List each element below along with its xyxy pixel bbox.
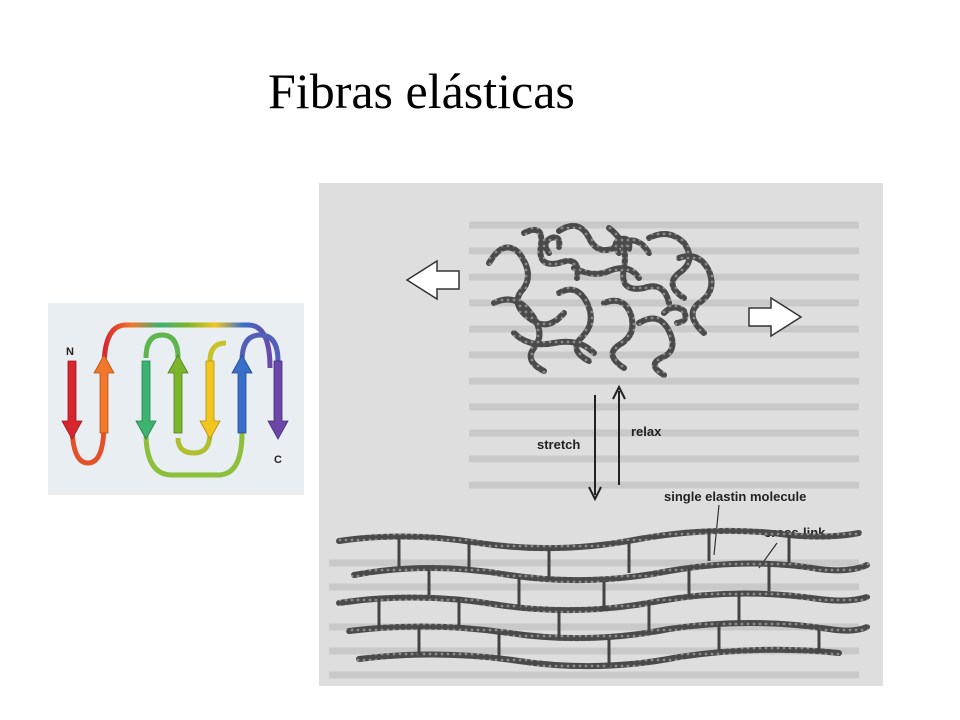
n-terminus-label: N	[66, 346, 74, 358]
topology-loop-1	[69, 422, 107, 466]
strand-6-arrow	[231, 354, 253, 434]
topology-loop-7	[239, 332, 281, 362]
topology-loop-6	[207, 340, 227, 362]
topology-loop-4	[143, 432, 245, 478]
stretch-right-arrow	[748, 296, 803, 338]
stretch-label: stretch	[537, 437, 580, 452]
stretched-elastin-network	[336, 527, 870, 670]
strand-4-arrow	[167, 354, 189, 434]
cross-links	[377, 529, 821, 667]
relaxed-elastin-network	[486, 222, 715, 378]
strand-7-arrow	[267, 360, 289, 440]
strand-2-arrow	[93, 354, 115, 434]
c-terminus-label: C	[274, 454, 282, 466]
single-elastin-molecule-label: single elastin molecule	[664, 489, 806, 504]
topology-loop-5	[175, 432, 213, 456]
slide-title: Fibras elásticas	[268, 63, 575, 119]
topology-loop-3	[143, 332, 181, 359]
beta-sheet-topology-diagram: N C	[48, 303, 304, 495]
relax-label: relax	[631, 424, 662, 439]
stretch-relax-arrows	[588, 384, 626, 502]
topology-loop-2	[101, 322, 273, 369]
strand-3-arrow	[135, 360, 157, 440]
stretch-left-arrow	[405, 259, 460, 301]
strand-5-arrow	[199, 360, 221, 440]
background-text-lines	[329, 221, 859, 679]
strand-1-arrow	[61, 360, 83, 440]
elastin-stretch-diagram: stretch relax single elastin molecule cr…	[319, 183, 883, 686]
